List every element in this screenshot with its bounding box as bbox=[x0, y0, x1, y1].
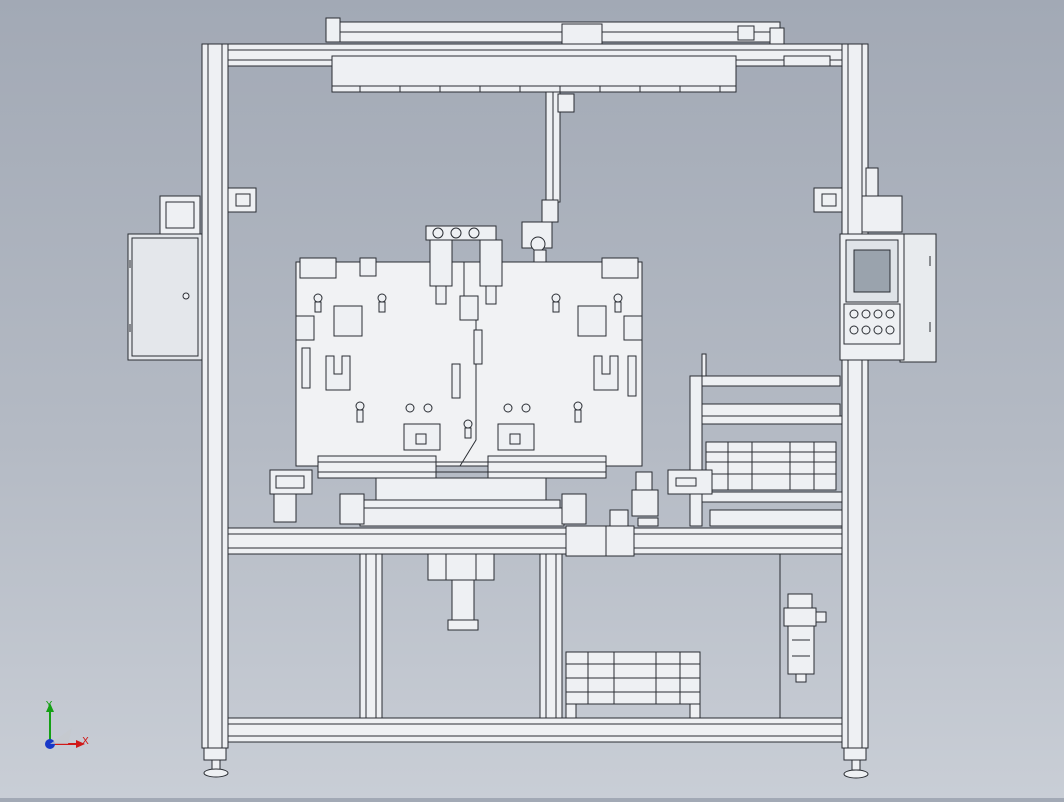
right-shelves bbox=[667, 353, 843, 527]
coordinate-triad: X Y bbox=[38, 700, 98, 756]
triad-axes bbox=[45, 703, 85, 749]
under-table-cylinder bbox=[427, 553, 495, 631]
fixture-plate bbox=[295, 225, 643, 479]
hmi-control-box bbox=[839, 167, 937, 363]
electrical-cabinet bbox=[127, 195, 203, 361]
bottom-crate bbox=[565, 651, 701, 719]
x-axis-label: X bbox=[82, 736, 89, 747]
slide-assembly bbox=[269, 469, 659, 557]
side-brackets bbox=[227, 187, 843, 213]
top-linear-module bbox=[325, 17, 831, 285]
filter-regulator bbox=[783, 593, 827, 683]
y-axis-label: Y bbox=[46, 700, 53, 711]
